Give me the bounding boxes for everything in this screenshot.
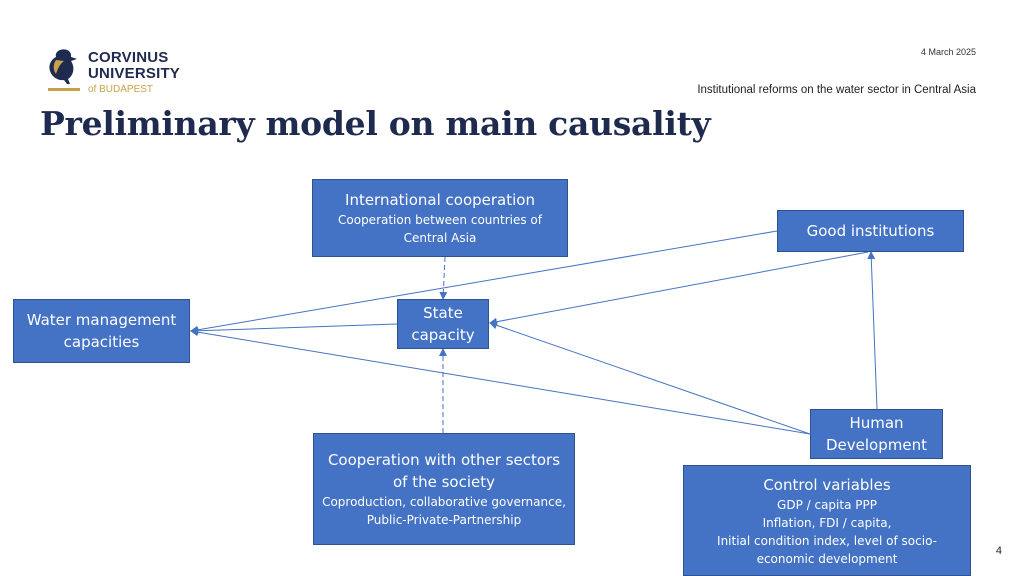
edge-international-cooperation-to-state-capacity [439, 256, 448, 300]
slide-date: 4 March 2025 [920, 47, 976, 57]
node-subtitle: Coproduction, collaborative governance, … [322, 495, 566, 527]
node-line: Initial condition index, level of socio-… [717, 533, 937, 566]
edge-good-institutions-to-state-capacity [489, 251, 869, 326]
edge-human-development-to-water-management [190, 328, 811, 435]
node-title: Control variables [763, 475, 891, 494]
node-title: Water management capacities [26, 311, 177, 351]
node-cooperation-with-other-sectors: Cooperation with other sectors of the so… [313, 433, 575, 545]
node-subtitle: Cooperation between countries of Central… [338, 213, 542, 245]
presentation-subtitle: Institutional reforms on the water secto… [697, 84, 976, 96]
edge-good-institutions-to-water-management [190, 230, 778, 334]
node-title: Human Development [826, 414, 927, 454]
page-number: 4 [995, 545, 1002, 557]
node-good-institutions: Good institutions [777, 210, 964, 252]
edge-human-development-to-state-capacity [489, 321, 811, 435]
logo-text-corvinus: CORVINUS [88, 49, 169, 66]
node-title: Cooperation with other sectors of the so… [327, 451, 561, 491]
slide-title: Preliminary model on main causality [40, 104, 711, 143]
node-line: Inflation, FDI / capita, [762, 515, 892, 530]
node-title: State capacity [411, 304, 475, 344]
logo-text-university: UNIVERSITY [88, 65, 181, 82]
node-water-management-capacities: Water management capacities [13, 299, 190, 363]
logo-text-of-budapest: of BUDAPEST [88, 84, 154, 95]
node-line: GDP / capita PPP [777, 497, 877, 512]
node-state-capacity: State capacity [397, 299, 489, 349]
edge-state-capacity-to-water-management [190, 323, 398, 335]
node-control-variables: Control variables GDP / capita PPP Infla… [683, 465, 971, 576]
raven-icon [48, 49, 80, 91]
node-title: Good institutions [806, 222, 935, 240]
node-human-development: Human Development [810, 409, 943, 459]
node-title: International cooperation [345, 191, 535, 209]
node-international-cooperation: International cooperation Cooperation be… [312, 179, 568, 257]
edge-human-development-to-good-institutions [867, 251, 878, 410]
corvinus-logo: CORVINUS UNIVERSITY of BUDAPEST [46, 46, 196, 98]
